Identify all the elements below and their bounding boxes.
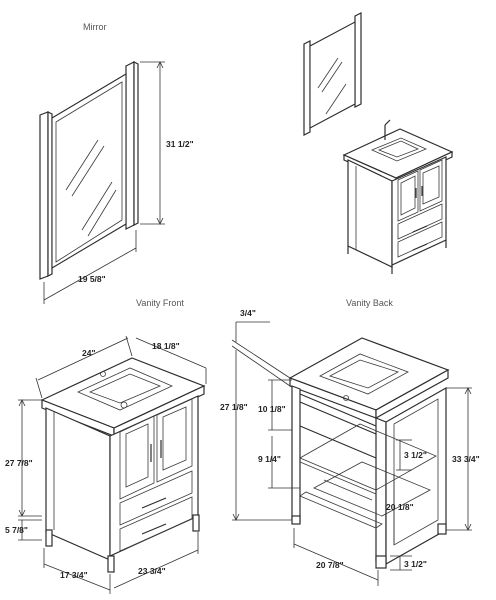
back-side-rail-label: 3 1/2" <box>404 450 427 460</box>
front-height-label: 27 7/8" <box>5 458 33 468</box>
back-height-label: 33 3/4" <box>452 454 480 464</box>
front-base-depth-dimension <box>43 548 111 594</box>
back-height-dimension <box>446 387 472 531</box>
back-shelf-gap-label: 9 1/4" <box>258 454 281 464</box>
back-upper-gap-dimension <box>268 379 292 431</box>
vanity-back-drawing <box>288 337 450 569</box>
front-height-dimension <box>18 399 42 517</box>
back-lower-gap-label: 20 1/8" <box>386 502 414 512</box>
front-width-label: 24" <box>82 348 96 358</box>
front-depth-dimension <box>135 337 207 384</box>
back-top-thickness-label: 3/4" <box>240 308 256 318</box>
mirror-height-label: 31 1/2" <box>166 139 194 149</box>
front-base-width-label: 23 3/4" <box>138 566 166 576</box>
back-upper-gap-label: 10 1/8" <box>258 404 286 414</box>
front-width-dimension <box>35 335 133 399</box>
back-total-height-dimension <box>232 350 292 521</box>
front-toe-dimension <box>18 519 42 541</box>
front-base-width-dimension <box>113 532 199 589</box>
back-base-width-dimension <box>293 528 379 586</box>
assembly-vanity <box>342 119 454 274</box>
vanity-back-title: Vanity Back <box>346 298 393 308</box>
mirror-width-label: 19 5/8" <box>78 274 106 284</box>
back-shelf-gap-dimension <box>268 436 300 489</box>
back-total-height-label: 27 1/8" <box>220 402 248 412</box>
mirror-title: Mirror <box>83 22 107 32</box>
back-base-width-label: 20 7/8" <box>316 560 344 570</box>
front-base-depth-label: 17 3/4" <box>60 570 88 580</box>
back-side-rail-dimension <box>396 439 412 471</box>
assembly-mirror <box>303 12 362 136</box>
mirror-drawing <box>39 61 139 280</box>
front-depth-label: 18 1/8" <box>152 341 180 351</box>
mirror-height-dimension <box>140 61 165 225</box>
mirror-width-dimension <box>43 230 137 304</box>
vanity-front-title: Vanity Front <box>136 298 184 308</box>
back-foot-label: 3 1/2" <box>404 559 427 569</box>
vanity-front-drawing <box>40 357 206 573</box>
back-foot-dimension <box>390 555 412 571</box>
back-top-thickness-dimension <box>231 321 291 387</box>
front-toe-label: 5 7/8" <box>5 525 28 535</box>
